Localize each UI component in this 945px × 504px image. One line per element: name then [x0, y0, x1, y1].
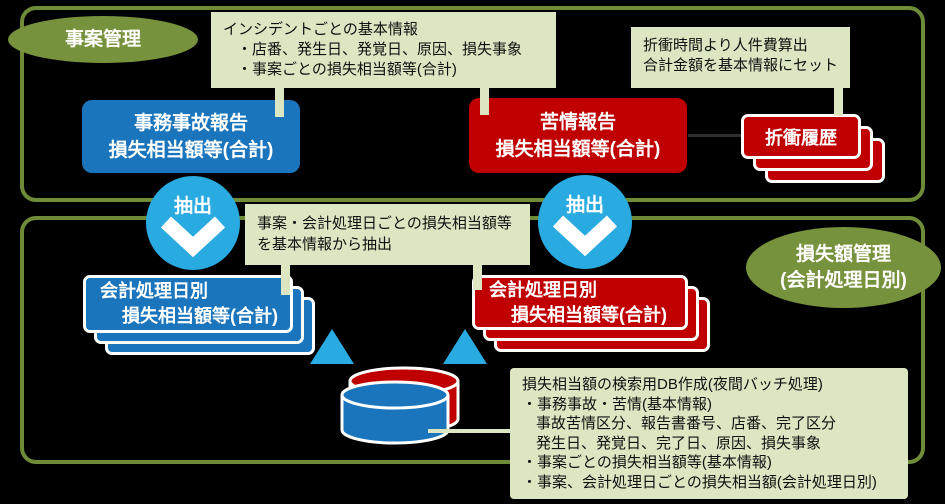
incident-management-section-frame — [20, 6, 925, 202]
up-triangle-icon — [310, 329, 354, 364]
connector-line — [688, 134, 741, 137]
office-accident-report-title: 事務事故報告 — [133, 112, 248, 134]
complaint-report-title: 苦情報告 — [539, 111, 616, 133]
db-creation-note-line: 事故苦情区分、報告書番号、店番、完了区分 — [536, 415, 837, 432]
loss-amount-management-oval-label: 損失額管理 (会計処理日別) — [746, 227, 941, 308]
callout-pointer — [281, 262, 290, 295]
incident-management-oval-label: 事案管理 — [8, 16, 198, 63]
extract-circle-left: 抽出 — [146, 176, 240, 270]
db-creation-note: 損失相当額の検索用DB作成(夜間バッチ処理) ・事務事故・苦情(基本情報) 事故… — [510, 368, 908, 499]
db-creation-note-line: 発生日、発覚日、完了日、原因、損失事象 — [536, 434, 822, 452]
db-creation-note-line: ・事務事故・苦情(基本情報) — [522, 395, 712, 413]
chevron-down-icon — [552, 215, 618, 257]
negotiation-history-label: 折衝履歴 — [765, 127, 837, 148]
extraction-note-line: 事案・会計処理日ごとの損失相当額等 — [257, 215, 512, 232]
negotiation-cost-note-line: 折衝時間より人件費算出 — [643, 37, 808, 54]
callout-pointer — [275, 86, 284, 117]
accounting-date-blue-card-front: 会計処理日別 損失相当額等(合計) — [83, 275, 293, 333]
negotiation-cost-note-line: 合計金額を基本情報にセット — [643, 57, 839, 74]
office-accident-report-box: 事務事故報告 損失相当額等(合計) — [82, 100, 300, 173]
negotiation-cost-note: 折衝時間より人件費算出 合計金額を基本情報にセット — [631, 27, 850, 88]
up-triangle-icon — [443, 329, 487, 364]
accounting-date-blue-title: 会計処理日別 — [100, 281, 208, 301]
accounting-date-red-card-front: 会計処理日別 損失相当額等(合計) — [472, 275, 688, 330]
accounting-date-red-title: 会計処理日別 — [489, 279, 597, 300]
loss-amount-oval-text-line2: (会計処理日別) — [780, 269, 907, 291]
complaint-report-box: 苦情報告 損失相当額等(合計) — [469, 98, 687, 173]
callout-pointer — [834, 86, 843, 116]
loss-amount-oval-text-line1: 損失額管理 — [795, 243, 891, 265]
incident-info-note-line: ・事案ごとの損失相当額等(合計) — [237, 61, 457, 78]
extract-circle-right: 抽出 — [538, 175, 632, 269]
extraction-note: 事案・会計処理日ごとの損失相当額等 を基本情報から抽出 — [245, 204, 530, 265]
complaint-report-subtitle: 損失相当額等(合計) — [495, 138, 661, 160]
incident-info-note-line: ・店番、発生日、発覚日、原因、損失事象 — [237, 41, 523, 58]
accounting-date-blue-subtitle: 損失相当額等(合計) — [122, 306, 278, 326]
incident-info-note-line: インシデントごとの基本情報 — [223, 21, 418, 38]
db-note-connector-line — [428, 429, 512, 433]
db-creation-note-line: ・事案、会計処理日ごとの損失相当額(会計処理日別) — [522, 473, 877, 491]
negotiation-history-card-front: 折衝履歴 — [741, 114, 861, 159]
extract-label: 抽出 — [173, 196, 212, 217]
db-creation-note-line: ・事案ごとの損失相当額等(基本情報) — [522, 454, 772, 471]
callout-pointer — [480, 86, 489, 115]
chevron-down-icon — [160, 216, 226, 258]
extraction-note-line: を基本情報から抽出 — [257, 236, 393, 253]
accounting-date-red-subtitle: 損失相当額等(合計) — [511, 304, 667, 325]
db-creation-note-line: 損失相当額の検索用DB作成(夜間バッチ処理) — [522, 376, 823, 393]
incident-management-oval-text: 事案管理 — [64, 28, 141, 50]
callout-pointer — [473, 262, 482, 290]
incident-info-note: インシデントごとの基本情報 ・店番、発生日、発覚日、原因、損失事象 ・事案ごとの… — [211, 12, 556, 88]
office-accident-report-subtitle: 損失相当額等(合計) — [108, 139, 274, 161]
database-icon — [340, 366, 460, 445]
extract-label: 抽出 — [565, 195, 604, 216]
